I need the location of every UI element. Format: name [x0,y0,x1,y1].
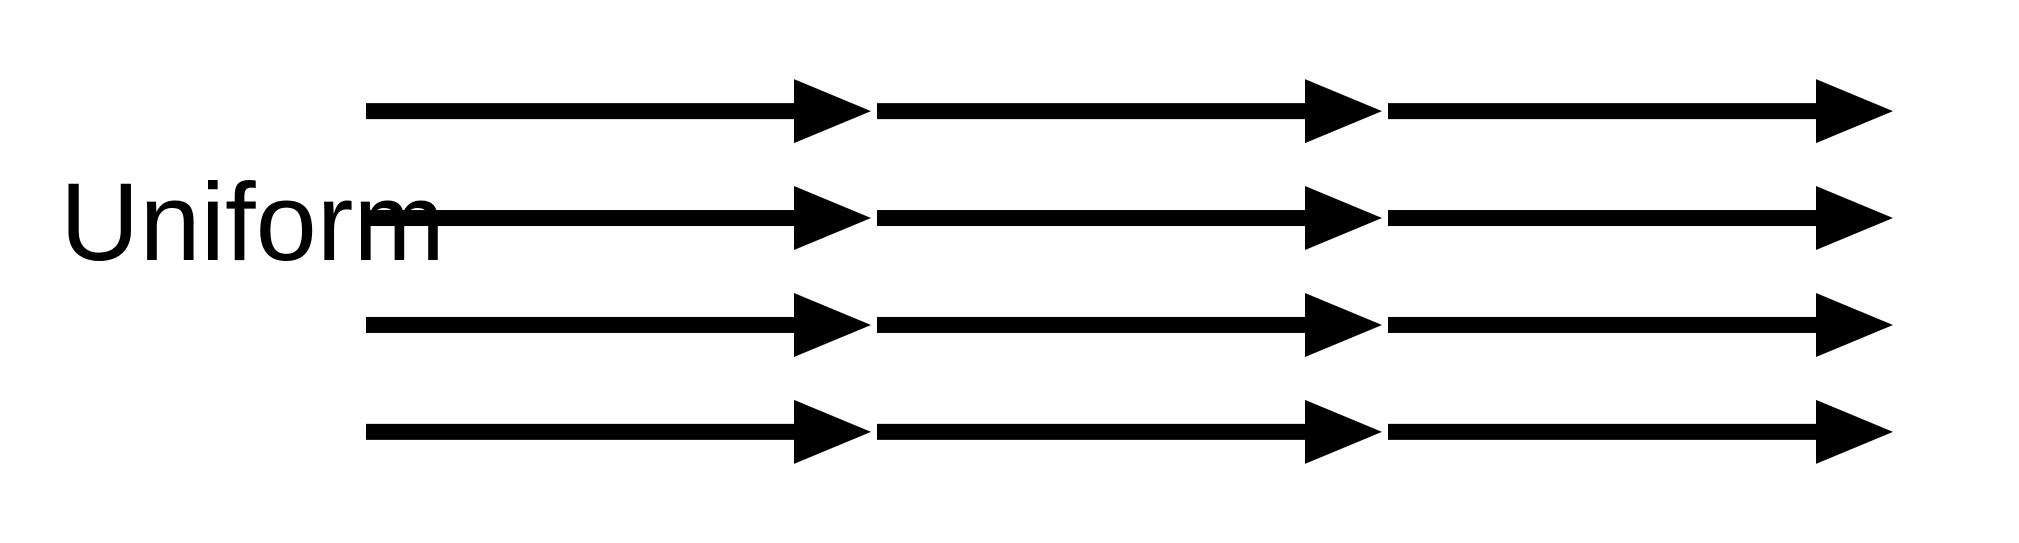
arrow-shaft [877,423,1307,440]
arrow-r2-c3 [1388,186,1893,251]
arrow-head [1816,292,1893,357]
arrow-shaft [877,210,1307,227]
arrow-head [794,399,871,464]
arrow-r4-c3 [1388,399,1893,464]
arrow-shaft [1388,316,1818,333]
arrow-head [1816,399,1893,464]
arrow-head [1305,79,1382,144]
arrow-shaft [366,316,796,333]
arrow-head [1305,399,1382,464]
arrow-head [794,186,871,251]
arrow-shaft [877,103,1307,120]
arrow-shaft [366,423,796,440]
arrow-r2-c1 [366,186,871,251]
arrow-head [1816,186,1893,251]
arrow-shaft [366,210,796,227]
arrow-head [1305,292,1382,357]
arrow-r4-c2 [877,399,1382,464]
arrow-shaft [366,103,796,120]
arrow-head [794,79,871,144]
arrow-r4-c1 [366,399,871,464]
arrow-r3-c2 [877,292,1382,357]
arrow-head [1816,79,1893,144]
arrow-r1-c3 [1388,79,1893,144]
arrow-shaft [1388,103,1818,120]
arrow-r1-c1 [366,79,871,144]
arrow-shaft [877,316,1307,333]
arrow-head [794,292,871,357]
arrow-head [1305,186,1382,251]
arrow-r2-c2 [877,186,1382,251]
arrow-shaft [1388,423,1818,440]
arrow-shaft [1388,210,1818,227]
arrow-r3-c1 [366,292,871,357]
arrow-r1-c2 [877,79,1382,144]
arrow-r3-c3 [1388,292,1893,357]
